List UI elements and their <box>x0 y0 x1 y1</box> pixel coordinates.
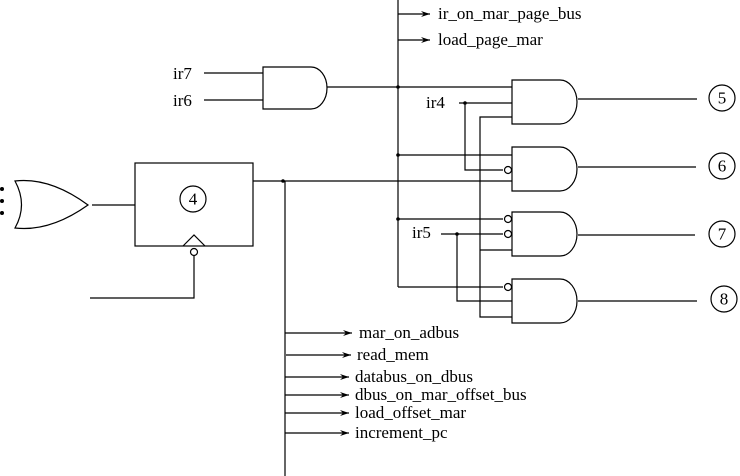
clock-inverter-bubble <box>189 247 199 257</box>
wire-ir4-gate6 <box>464 103 503 171</box>
label-dbus-on-mar-offset-bus: dbus_on_mar_offset_bus <box>355 385 527 404</box>
or-gate <box>14 179 90 230</box>
label-ir-on-mar-page-bus: ir_on_mar_page_bus <box>438 4 582 23</box>
label-increment-pc: increment_pc <box>355 423 448 442</box>
state-label-5: 5 <box>718 89 727 108</box>
state-label-7: 7 <box>718 225 727 244</box>
label-mar-on-adbus: mar_on_adbus <box>359 323 459 342</box>
label-ir7: ir7 <box>173 64 192 83</box>
clock-edge-icon <box>182 234 206 247</box>
wire-state-vertical <box>479 116 512 318</box>
state-circle-7 <box>708 220 736 248</box>
ellipsis-dot <box>0 211 4 215</box>
inverter-bubble <box>503 282 513 292</box>
and-gate-ir7-ir6 <box>262 66 328 110</box>
label-databus-on-dbus: databus_on_dbus <box>355 367 473 386</box>
state-label-8: 8 <box>720 290 729 309</box>
state-circle-4 <box>179 185 207 213</box>
ellipsis-dot <box>0 199 4 203</box>
wire-clock <box>90 256 195 299</box>
state-circle-5 <box>708 84 736 112</box>
inverter-bubble <box>503 229 513 239</box>
label-ir4: ir4 <box>426 93 445 112</box>
and-gate-5 <box>511 79 578 125</box>
and-gate-6 <box>511 146 578 192</box>
and-gate-8 <box>511 278 578 324</box>
label-read-mem: read_mem <box>357 345 429 364</box>
state-label-6: 6 <box>718 157 727 176</box>
label-load-page-mar: load_page_mar <box>438 30 543 49</box>
label-ir6: ir6 <box>173 91 192 110</box>
state-label-4: 4 <box>189 190 198 209</box>
wire-ir5-gate8 <box>456 234 512 302</box>
label-ir5: ir5 <box>412 223 431 242</box>
state-circle-8 <box>710 285 738 313</box>
ellipsis-dot <box>0 187 4 191</box>
and-gate-7 <box>511 211 578 257</box>
state-circle-6 <box>708 152 736 180</box>
label-load-offset-mar: load_offset_mar <box>355 403 466 422</box>
inverter-bubble <box>503 214 513 224</box>
inverter-bubble <box>503 165 513 175</box>
junction-dot <box>281 179 285 183</box>
